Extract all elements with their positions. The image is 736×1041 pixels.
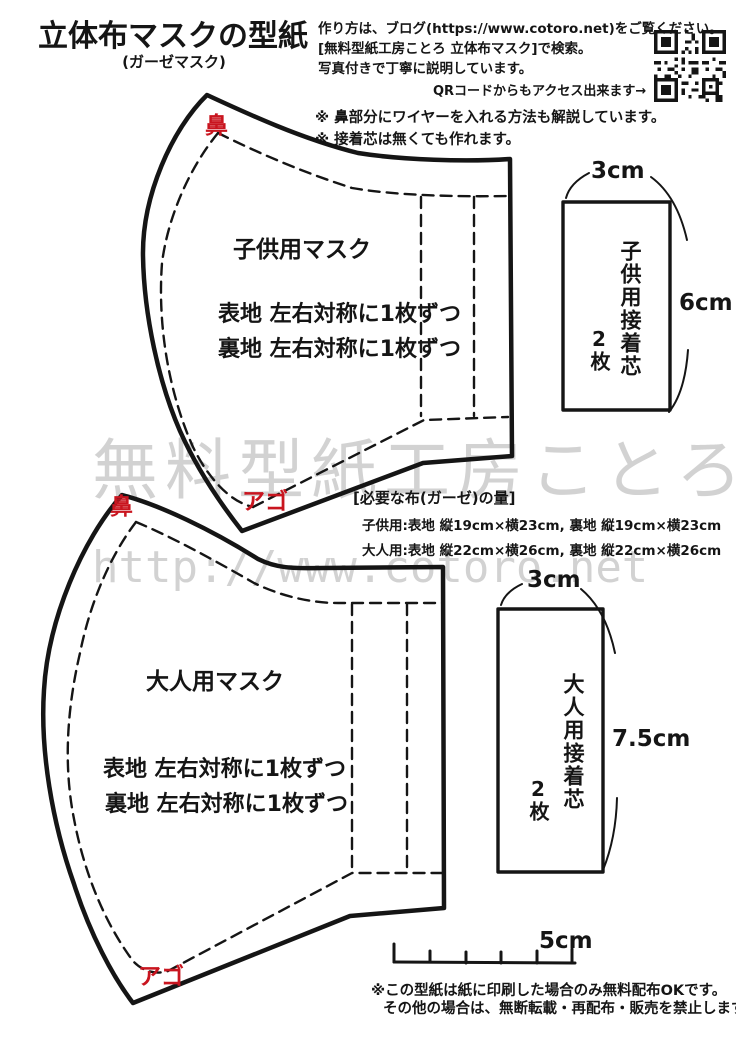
adult-mask-outline [40, 492, 447, 1006]
note-interfacing: ※ 接着芯は無くても作れます。 [315, 132, 521, 148]
child-mask-outline [140, 92, 515, 534]
adult-mask-title: 大人用マスク [146, 669, 284, 695]
adult-interfacing-count: 2枚 [526, 777, 550, 821]
child-interfacing-label: 子供用接着芯 [618, 240, 643, 378]
child-mask-outer-note: 表地 左右対称に1枚ずつ [218, 302, 461, 327]
blog-info-line-1: 作り方は、ブログ(https://www.cotoro.net)をご覧ください。 [318, 21, 723, 37]
fabric-info-child: 子供用:表地 縦19cm×横23cm, 裏地 縦19cm×横23cm [362, 518, 722, 534]
adult-interfacing-width-label: 3cm [527, 567, 581, 593]
child-mask-lining-note: 裏地 左右対称に1枚ずつ [218, 337, 461, 362]
qr-code [654, 30, 726, 102]
adult-mask-outer-note: 表地 左右対称に1枚ずつ [103, 757, 346, 782]
blog-info-line-2: [無料型紙工房ことろ 立体布マスク]で検索。 [318, 41, 592, 57]
adult-nose-label: 鼻 [110, 494, 133, 520]
child-interfacing-width-label: 3cm [591, 158, 645, 184]
scale-bar [392, 942, 577, 965]
fabric-info-adult: 大人用:表地 縦22cm×横26cm, 裏地 縦22cm×横26cm [362, 543, 722, 559]
child-interfacing-count: 2枚 [587, 327, 611, 371]
child-mask-title: 子供用マスク [233, 237, 371, 263]
child-chin-label: アゴ [242, 489, 288, 515]
qr-caption: QRコードからもアクセス出来ます→ [433, 84, 647, 99]
adult-mask-lining-note: 裏地 左右対称に1枚ずつ [105, 792, 348, 817]
footer-line-2: その他の場合は、無断転載・再配布・販売を禁止します。 [383, 1001, 736, 1017]
adult-interfacing-rect [496, 607, 605, 874]
adult-interfacing-height-label: 7.5cm [612, 726, 691, 752]
scale-bar-label: 5cm [539, 928, 593, 954]
adult-interfacing-dimension-arcs [500, 583, 618, 871]
blog-info-line-3: 写真付きで丁寧に説明しています。 [318, 61, 533, 77]
footer-line-1: ※この型紙は紙に印刷した場合のみ無料配布OKです。 [371, 983, 727, 999]
child-interfacing-height-label: 6cm [679, 290, 733, 316]
child-nose-label: 鼻 [205, 113, 228, 139]
child-mask-seamline [159, 131, 510, 509]
adult-interfacing-label: 大人用接着芯 [561, 673, 586, 811]
adult-chin-label: アゴ [138, 964, 184, 990]
child-interfacing-dimension-arcs [565, 172, 689, 413]
note-wire: ※ 鼻部分にワイヤーを入れる方法も解説しています。 [315, 110, 666, 126]
page-subtitle: (ガーゼマスク) [122, 53, 226, 71]
child-interfacing-rect [561, 200, 672, 412]
fabric-info-header: [必要な布(ガーゼ)の量] [353, 489, 516, 507]
adult-mask-seamline [66, 520, 445, 974]
page-title: 立体布マスクの型紙 [38, 19, 308, 54]
